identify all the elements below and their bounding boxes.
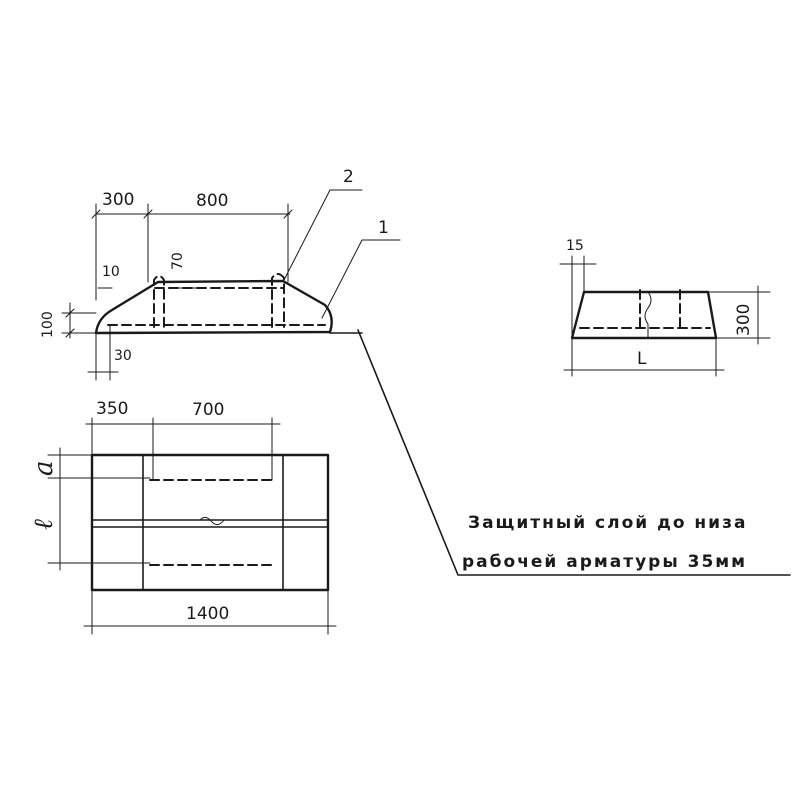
dim-100-label: 100 [40, 311, 56, 338]
side-view: 15 300 L [559, 238, 771, 377]
plan-break-mark [199, 516, 225, 526]
note-leader [357, 329, 791, 576]
note-line-1: Защитный слой до низа [468, 513, 747, 533]
callout-2-leader [283, 189, 363, 281]
note-line-2: рабочей арматуры 35мм [462, 552, 747, 572]
dim-l-label: ℓ [29, 519, 59, 530]
section-view: 300 800 10 70 100 30 2 1 [40, 167, 401, 381]
dim-L-label: L [637, 349, 647, 369]
dim-350-label: 350 [96, 399, 128, 419]
dim-10-label: 10 [102, 264, 120, 280]
tick-2 [143, 209, 153, 219]
plan-view: 350 700 a ℓ 1400 [29, 399, 337, 635]
section-loop-left [153, 275, 165, 328]
side-outline [570, 290, 718, 340]
dim-30-label: 30 [114, 348, 132, 364]
dim-700-label: 700 [192, 400, 224, 420]
section-outline [94, 279, 333, 335]
tick-3 [283, 209, 293, 219]
side-break-mark [644, 291, 652, 339]
callout-2-label: 2 [343, 167, 354, 187]
dim-300v-label: 300 [734, 304, 754, 336]
dim-300-label: 300 [102, 190, 134, 210]
tick-100b [65, 328, 75, 338]
dim-1400-label: 1400 [186, 604, 229, 624]
dim-800-label: 800 [196, 191, 228, 211]
callout-1-label: 1 [378, 218, 389, 238]
tick-1 [91, 209, 101, 219]
dim-a-label: a [29, 460, 59, 476]
callout-1-leader [321, 239, 401, 319]
section-loop-right [271, 273, 285, 328]
plan-outline [90, 453, 330, 592]
note-block: Защитный слой до низа рабочей арматуры 3… [357, 329, 791, 576]
tick-100a [65, 308, 75, 318]
dim-70-label: 70 [170, 252, 186, 270]
dim-15-label: 15 [566, 238, 584, 254]
